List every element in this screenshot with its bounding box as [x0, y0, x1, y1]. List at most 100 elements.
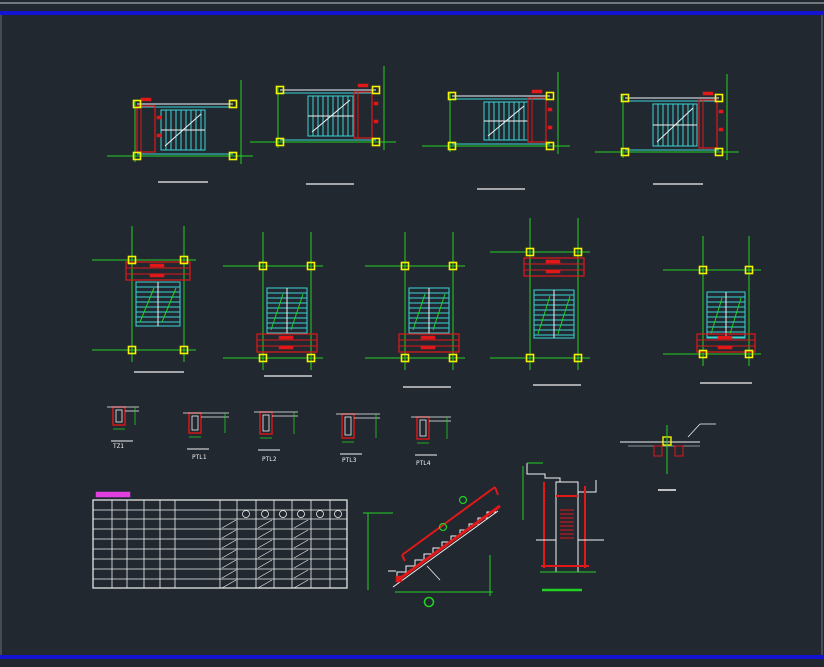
stair-plan-row2 [92, 226, 196, 373]
schedule-hatch [257, 579, 273, 589]
section-label-ptl2: PTL2 [262, 456, 277, 463]
schedule-hatch [221, 529, 237, 539]
beam-tag [547, 107, 553, 112]
column-marker [306, 261, 316, 271]
column-marker [306, 353, 316, 363]
column-marker [275, 85, 285, 95]
beam-section-outline [653, 445, 663, 457]
column-marker [228, 99, 238, 109]
beam-tag [718, 109, 724, 114]
landing-beam [353, 91, 373, 139]
column-marker [127, 255, 137, 265]
stair-direction-line [432, 293, 446, 331]
column-marker [400, 261, 410, 271]
schedule-hatch [257, 559, 273, 569]
column-marker [620, 147, 630, 157]
column-marker [573, 353, 583, 363]
beam-tag [718, 127, 724, 132]
frame-top-blue-border [0, 11, 824, 15]
stair-direction-line [311, 99, 351, 133]
schedule-hatch [293, 519, 309, 529]
stair-direction-line [290, 293, 304, 331]
beam-tag [717, 345, 733, 350]
beam-tag [373, 119, 379, 124]
beam-tag [547, 125, 553, 130]
section-label-ptl3: PTL3 [342, 457, 357, 464]
section-ptl2 [254, 411, 298, 451]
schedule-rebar-symbol [334, 510, 342, 518]
column-marker [132, 151, 142, 161]
stair-plans-row-2 [92, 218, 761, 388]
stair-soffit [392, 510, 499, 588]
column-marker [127, 345, 137, 355]
leader-line [426, 565, 441, 581]
section-title-marker [423, 596, 435, 608]
landing-beam [256, 333, 318, 353]
frame-bottom-blue-border [0, 655, 824, 659]
landing-beam [523, 257, 585, 277]
beam-section-details [107, 406, 451, 456]
column-marker [258, 353, 268, 363]
column-marker [371, 137, 381, 147]
column-marker [448, 353, 458, 363]
landing-beam [696, 333, 756, 353]
section-label-ptl1: PTL1 [192, 454, 207, 461]
stair-bottom-rebar [397, 504, 501, 582]
stair-direction-line [270, 293, 284, 331]
stair-plan-row2 [490, 218, 590, 386]
stair-top-rebar [494, 486, 499, 496]
stair-direction-line [161, 287, 177, 323]
column-marker [573, 247, 583, 257]
stair-direction-line [537, 295, 551, 335]
schedule-hatch [293, 529, 309, 539]
schedule-rebar-symbol [261, 510, 269, 518]
beam-tag [420, 335, 436, 340]
stair-bearing [395, 575, 403, 583]
schedule-rebar-symbol [279, 510, 287, 518]
landing-beam [398, 333, 460, 353]
schedule-hatch [257, 529, 273, 539]
stirrup [191, 415, 199, 431]
stirrup [419, 419, 427, 437]
stair-direction-line [412, 293, 426, 331]
beam-tag [156, 115, 162, 120]
landing-beam [698, 99, 718, 149]
column-marker [258, 261, 268, 271]
stair-direction-line [487, 105, 525, 137]
landing-beam-section [522, 462, 604, 592]
stair-direction-line [710, 297, 723, 335]
schedule-hatch [257, 569, 273, 579]
stair-direction-line [656, 107, 694, 143]
slab-profile [526, 463, 561, 482]
schedule-hatch [221, 519, 237, 529]
leader-line [687, 423, 701, 438]
stair-plan-row1 [595, 74, 739, 185]
landing-beam [136, 105, 156, 153]
beam-tag [717, 335, 733, 340]
schedule-hatch [221, 549, 237, 559]
stair-direction-line [557, 295, 571, 335]
column-marker [525, 353, 535, 363]
column-marker [132, 99, 142, 109]
schedule-hatch [257, 519, 273, 529]
landing-beam [125, 261, 191, 281]
stair-plan-row2 [365, 232, 465, 388]
column-marker [545, 141, 555, 151]
schedule-hatch [293, 539, 309, 549]
beam-tag [545, 259, 561, 264]
schedule-hatch [257, 549, 273, 559]
column-marker [179, 345, 189, 355]
column-marker [714, 93, 724, 103]
section-ptl3 [336, 413, 380, 455]
section-ptl1 [183, 412, 229, 450]
rebar-marker [438, 522, 448, 532]
stair-direction-line [164, 113, 202, 147]
column-marker [275, 137, 285, 147]
beam-tag [357, 83, 369, 88]
schedule-hatch [221, 569, 237, 579]
beam-tag [531, 89, 543, 94]
stair-top-rebar [401, 486, 496, 556]
schedule-title [95, 491, 131, 498]
